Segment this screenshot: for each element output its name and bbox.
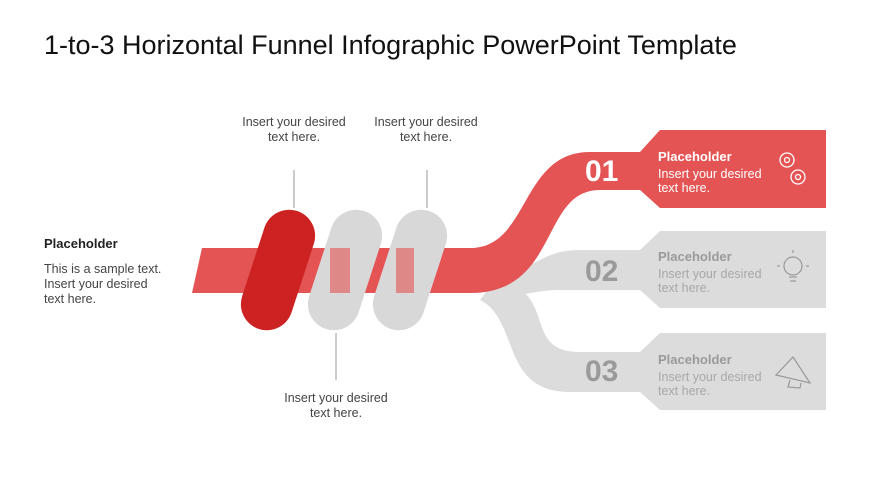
step-number-01: 01 bbox=[585, 155, 619, 188]
step-body-02: Insert your desired text here. bbox=[658, 267, 762, 295]
pill-red bbox=[240, 209, 316, 331]
page-title: 1-to-3 Horizontal Funnel Infographic Pow… bbox=[44, 30, 737, 60]
left-body: This is a sample text. Insert your desir… bbox=[44, 262, 162, 306]
megaphone-icon bbox=[774, 356, 812, 389]
step-body-03: Insert your desired text here. bbox=[658, 370, 762, 398]
step-heading-02: Placeholder bbox=[658, 249, 732, 264]
callout-top-2: Insert your desired text here. bbox=[374, 115, 478, 144]
step-number-02: 02 bbox=[585, 255, 619, 288]
callout-bottom: Insert your desired text here. bbox=[284, 391, 388, 420]
lightbulb-icon bbox=[777, 250, 809, 282]
branch-02 bbox=[500, 231, 826, 308]
step-heading-01: Placeholder bbox=[658, 149, 732, 164]
step-heading-03: Placeholder bbox=[658, 352, 732, 367]
step-body-01: Insert your desired text here. bbox=[658, 167, 762, 195]
branch-03 bbox=[480, 280, 826, 410]
callout-top-1: Insert your desired text here. bbox=[242, 115, 346, 144]
left-heading: Placeholder bbox=[44, 236, 118, 251]
step-number-03: 03 bbox=[585, 355, 619, 388]
gears-icon bbox=[779, 152, 806, 185]
